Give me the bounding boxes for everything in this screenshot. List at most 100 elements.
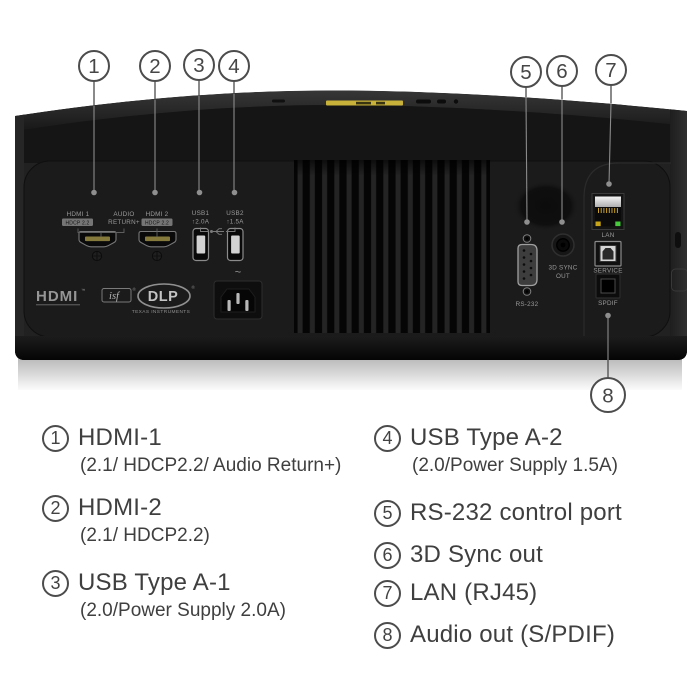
legend-subtitle-1: (2.1/ HDCP2.2/ Audio Return+) <box>80 455 342 476</box>
rs232-label: RS-232 <box>516 301 539 308</box>
service-port <box>594 240 622 267</box>
svg-text:HDMI: HDMI <box>36 288 78 305</box>
callout-1: 1 <box>78 50 110 82</box>
hdmi2-port <box>138 230 177 248</box>
svg-text:2: 2 <box>149 55 160 78</box>
projector-body: HDMI 1 HDCP 2.2 AUDIO RETURN+ HDMI 2 HDC… <box>15 90 687 360</box>
legend-subtitle-2: (2.1/ HDCP2.2) <box>80 525 210 546</box>
top-button <box>453 99 459 104</box>
svg-text:TEXAS INSTRUMENTS: TEXAS INSTRUMENTS <box>132 309 191 315</box>
3d-sync-out-port <box>551 233 575 257</box>
warning-label-text-block <box>356 101 371 105</box>
legend-subtitle-3: (2.0/Power Supply 2.0A) <box>80 600 286 621</box>
vent-grille <box>294 160 490 333</box>
recess-seam <box>583 162 671 336</box>
svg-text:HDCP 2.2: HDCP 2.2 <box>145 220 169 226</box>
svg-text:8: 8 <box>602 385 613 408</box>
dlp-logo: DLP ® TEXAS INSTRUMENTS <box>132 283 196 315</box>
legend-num-4: 4 <box>374 424 401 452</box>
callout-2: 2 <box>139 50 171 82</box>
legend-title-1: HDMI-1 <box>78 424 162 451</box>
hdmi1-bracket <box>77 228 125 237</box>
callout-7: 7 <box>595 54 627 86</box>
side-slot <box>675 232 681 248</box>
hdmi2-hdcp-badge: HDCP 2.2 <box>141 218 173 226</box>
svg-text:®: ® <box>192 284 196 290</box>
projector-figure: HDMI 1 HDCP 2.2 AUDIO RETURN+ HDMI 2 HDC… <box>15 49 687 413</box>
spdif-port <box>595 273 621 299</box>
usb1-power-label: ↑2.0A <box>192 219 210 226</box>
legend-title-6: 3D Sync out <box>410 541 543 568</box>
service-label: SERVICE <box>593 268 622 275</box>
legend-num-5: 5 <box>374 499 401 527</box>
usb2-label: USB2 <box>226 210 244 217</box>
callout-8: 8 <box>590 377 626 413</box>
svg-text:DLP: DLP <box>148 289 179 305</box>
svg-text:4: 4 <box>228 55 239 78</box>
hdmi1-port <box>78 230 117 248</box>
callout-6: 6 <box>546 55 578 87</box>
top-face <box>15 90 687 131</box>
legend-num-7: 7 <box>374 579 401 607</box>
hdmi1-hdcp-badge: HDCP 2.2 <box>62 218 93 226</box>
callout-leader-lines <box>91 80 612 378</box>
usb1-label: USB1 <box>192 210 210 217</box>
hdmi-logo: HDMI ™ <box>36 288 86 306</box>
warning-label-text-block2 <box>376 101 385 105</box>
top-slot-right1 <box>416 99 431 104</box>
usb-trident-icon <box>200 227 236 235</box>
legend-num-6: 6 <box>374 541 401 569</box>
legend-item-usb-a1: 3 USB Type A-1 (2.0/Power Supply 2.0A) <box>42 569 286 622</box>
legend-title-2: HDMI-2 <box>78 494 162 521</box>
top-slot-left <box>272 99 285 103</box>
spdif-label: SPDIF <box>598 300 618 307</box>
legend-item-hdmi2: 2 HDMI-2 (2.1/ HDCP2.2) <box>42 494 210 547</box>
legend-item-rs232: 5 RS-232 control port <box>374 499 622 527</box>
isf-logo: isf ® <box>101 286 137 303</box>
legend-title-7: LAN (RJ45) <box>410 579 538 606</box>
hdmi2-screw <box>151 250 163 262</box>
hdmi1-label: HDMI 1 <box>67 211 90 218</box>
legend-title-3: USB Type A-1 <box>78 569 231 596</box>
top-slot-right2 <box>437 99 446 104</box>
svg-text:®: ® <box>133 286 137 292</box>
svg-text:6: 6 <box>556 60 567 83</box>
legend-item-lan: 7 LAN (RJ45) <box>374 579 537 607</box>
upper-band <box>15 105 687 164</box>
legend-subtitle-4: (2.0/Power Supply 1.5A) <box>412 455 618 476</box>
legend-num-2: 2 <box>42 494 69 522</box>
legend-num-3: 3 <box>42 569 69 597</box>
legend-title-8: Audio out (S/PDIF) <box>410 621 616 648</box>
sync3d-label-1: 3D SYNC <box>548 265 577 272</box>
legend-item-usb-a2: 4 USB Type A-2 (2.0/Power Supply 1.5A) <box>374 424 618 477</box>
floor-shadow <box>18 358 682 390</box>
svg-text:HDCP 2.2: HDCP 2.2 <box>65 220 89 226</box>
audio-return-label-2: RETURN+ <box>108 219 140 226</box>
left-side-face <box>15 110 24 360</box>
side-recess-outline <box>671 268 687 292</box>
oval-recess <box>513 181 579 231</box>
svg-text:5: 5 <box>520 61 531 84</box>
rs232-port <box>517 234 538 296</box>
svg-text:1: 1 <box>88 55 99 78</box>
callout-3: 3 <box>183 49 215 81</box>
usb1-port <box>192 227 210 262</box>
lan-led-green <box>615 221 621 227</box>
legend-title-4: USB Type A-2 <box>410 424 563 451</box>
usb2-port <box>226 227 244 262</box>
callout-5: 5 <box>510 56 542 88</box>
ac-symbol: ~ <box>235 267 241 279</box>
bottom-band <box>15 336 687 360</box>
legend-item-3d-sync: 6 3D Sync out <box>374 541 543 569</box>
lan-led-yellow <box>595 221 601 227</box>
legend-num-1: 1 <box>42 424 69 452</box>
legend-title-5: RS-232 control port <box>410 499 622 526</box>
audio-return-label-1: AUDIO <box>113 211 134 218</box>
lan-label: LAN <box>602 232 615 239</box>
hdmi2-label: HDMI 2 <box>146 211 169 218</box>
usb2-power-label: ↑1.5A <box>226 219 244 226</box>
legend-item-audio-out: 8 Audio out (S/PDIF) <box>374 621 615 649</box>
svg-text:™: ™ <box>81 288 86 293</box>
legend-num-8: 8 <box>374 621 401 649</box>
